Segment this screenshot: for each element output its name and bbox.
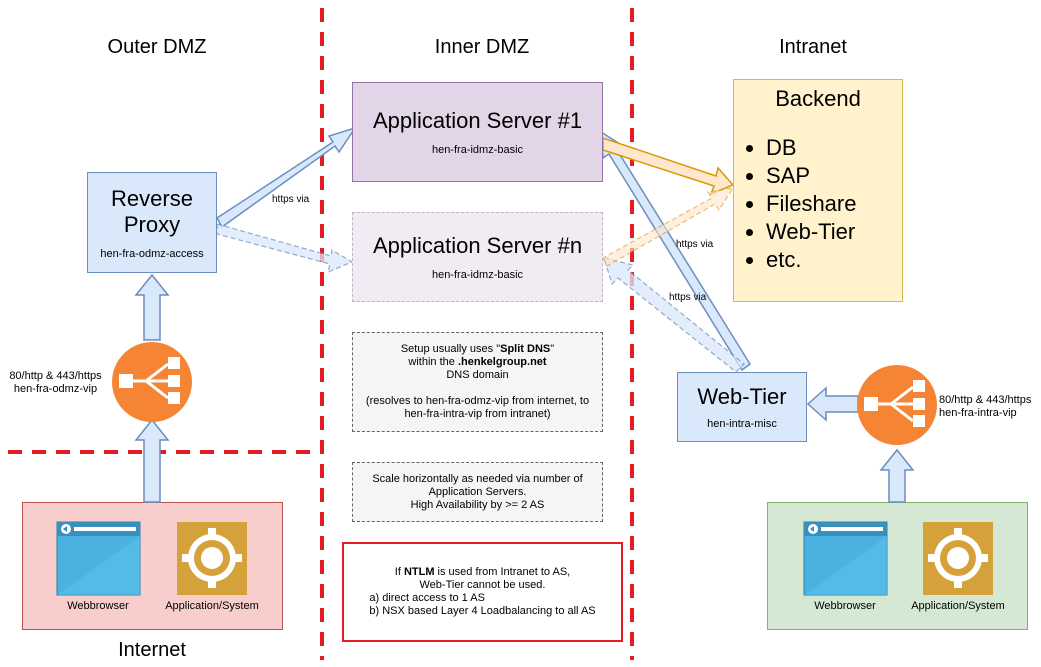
backend-item: etc. bbox=[766, 246, 902, 274]
scale-note: Scale horizontally as needed via number … bbox=[352, 462, 603, 522]
ntlm-line-3: a) direct access to 1 AS bbox=[369, 592, 485, 604]
ntlm-line-2: Web-Tier cannot be used. bbox=[419, 579, 546, 591]
backend-item: SAP bbox=[766, 162, 902, 190]
split-dns-note: Setup usually uses "Split DNS" within th… bbox=[352, 332, 603, 432]
app-server-n-node: Application Server #n hen-fra-idmz-basic bbox=[352, 212, 603, 302]
lb-intra-label: 80/http & 443/https hen-fra-intra-vip bbox=[939, 394, 1041, 420]
lb-intra-ports: 80/http & 443/https bbox=[939, 394, 1032, 406]
lb-outer-label: 80/http & 443/https hen-fra-odmz-vip bbox=[3, 370, 108, 396]
intranet-app-label: Application/System bbox=[911, 600, 1005, 612]
reverse-proxy-title: Reverse Proxy bbox=[111, 185, 193, 237]
app-server-n-title: Application Server #n bbox=[372, 233, 583, 258]
arrow-lb-to-proxy bbox=[134, 273, 170, 341]
arrow-proxy-to-as1 bbox=[216, 126, 357, 229]
edge-label-proxy-as: https via bbox=[272, 194, 310, 205]
backend-item: DB bbox=[766, 134, 902, 162]
internet-webbrowser-label: Webbrowser bbox=[67, 600, 129, 612]
app-server-1-host: hen-fra-idmz-basic bbox=[431, 144, 524, 156]
scale-line-2: Application Servers. bbox=[428, 485, 527, 498]
load-balancer-intra-icon bbox=[857, 365, 937, 445]
arrow-intranet-to-lb bbox=[879, 448, 915, 503]
ntlm-line-1: If NTLM is used from Intranet to AS, bbox=[394, 566, 571, 578]
arrow-webtier-to-as1 bbox=[600, 130, 751, 372]
split-dns-line-1: Setup usually uses "Split DNS" bbox=[400, 343, 555, 355]
edge-label-webtier-asn: https via bbox=[669, 292, 707, 303]
zone-title-outer-dmz: Outer DMZ bbox=[107, 36, 207, 58]
web-tier-title: Web-Tier bbox=[697, 384, 787, 409]
arrow-lb-to-webtier bbox=[806, 386, 859, 422]
arrow-proxy-to-asn bbox=[216, 223, 354, 274]
arrow-asn-to-backend bbox=[602, 187, 735, 267]
app-server-n-host: hen-fra-idmz-basic bbox=[431, 269, 524, 281]
app-server-1-node: Application Server #1 hen-fra-idmz-basic bbox=[352, 82, 603, 182]
zone-title-internet: Internet bbox=[118, 639, 186, 661]
gear-internet-icon bbox=[177, 522, 247, 595]
backend-item: Web-Tier bbox=[766, 218, 902, 246]
backend-title: Backend bbox=[775, 86, 861, 111]
scale-line-1: Scale horizontally as needed via number … bbox=[372, 472, 583, 485]
backend-node: Backend DB SAP Fileshare Web-Tier etc. bbox=[733, 79, 903, 302]
edge-label-webtier-as1: https via bbox=[676, 239, 714, 250]
reverse-proxy-host: hen-fra-odmz-access bbox=[100, 247, 204, 260]
webbrowser-internet-icon bbox=[56, 521, 141, 596]
web-tier-host: hen-intra-misc bbox=[707, 418, 777, 430]
split-dns-line-3: DNS domain bbox=[446, 369, 509, 381]
ntlm-note: If NTLM is used from Intranet to AS, Web… bbox=[342, 542, 623, 642]
load-balancer-outer-icon bbox=[112, 342, 192, 422]
reverse-proxy-node: Reverse Proxy hen-fra-odmz-access bbox=[87, 172, 217, 273]
lb-outer-vip: hen-fra-odmz-vip bbox=[13, 383, 98, 395]
web-tier-node: Web-Tier hen-intra-misc bbox=[677, 372, 807, 442]
arrow-internet-to-lb bbox=[134, 418, 170, 503]
internet-app-label: Application/System bbox=[165, 600, 259, 612]
split-dns-line-5: hen-fra-intra-vip from intranet) bbox=[404, 408, 551, 420]
lb-intra-vip: hen-fra-intra-vip bbox=[939, 407, 1017, 419]
webbrowser-intranet-icon bbox=[803, 521, 888, 596]
backend-item: Fileshare bbox=[766, 190, 902, 218]
gear-intranet-icon bbox=[923, 522, 993, 595]
split-dns-line-2: within the .henkelgroup.net bbox=[408, 356, 547, 368]
ntlm-line-4: b) NSX based Layer 4 Loadbalancing to al… bbox=[369, 605, 596, 617]
intranet-webbrowser-label: Webbrowser bbox=[814, 600, 876, 612]
app-server-1-title: Application Server #1 bbox=[372, 108, 583, 133]
split-dns-line-4: (resolves to hen-fra-odmz-vip from inter… bbox=[365, 395, 590, 407]
lb-outer-ports: 80/http & 443/https bbox=[9, 370, 102, 382]
scale-line-3: High Availability by >= 2 AS bbox=[410, 498, 545, 511]
arrow-webtier-to-asn bbox=[603, 257, 745, 373]
zone-title-inner-dmz: Inner DMZ bbox=[434, 36, 530, 58]
backend-list: DB SAP Fileshare Web-Tier etc. bbox=[744, 134, 902, 274]
zone-title-intranet: Intranet bbox=[779, 36, 847, 58]
